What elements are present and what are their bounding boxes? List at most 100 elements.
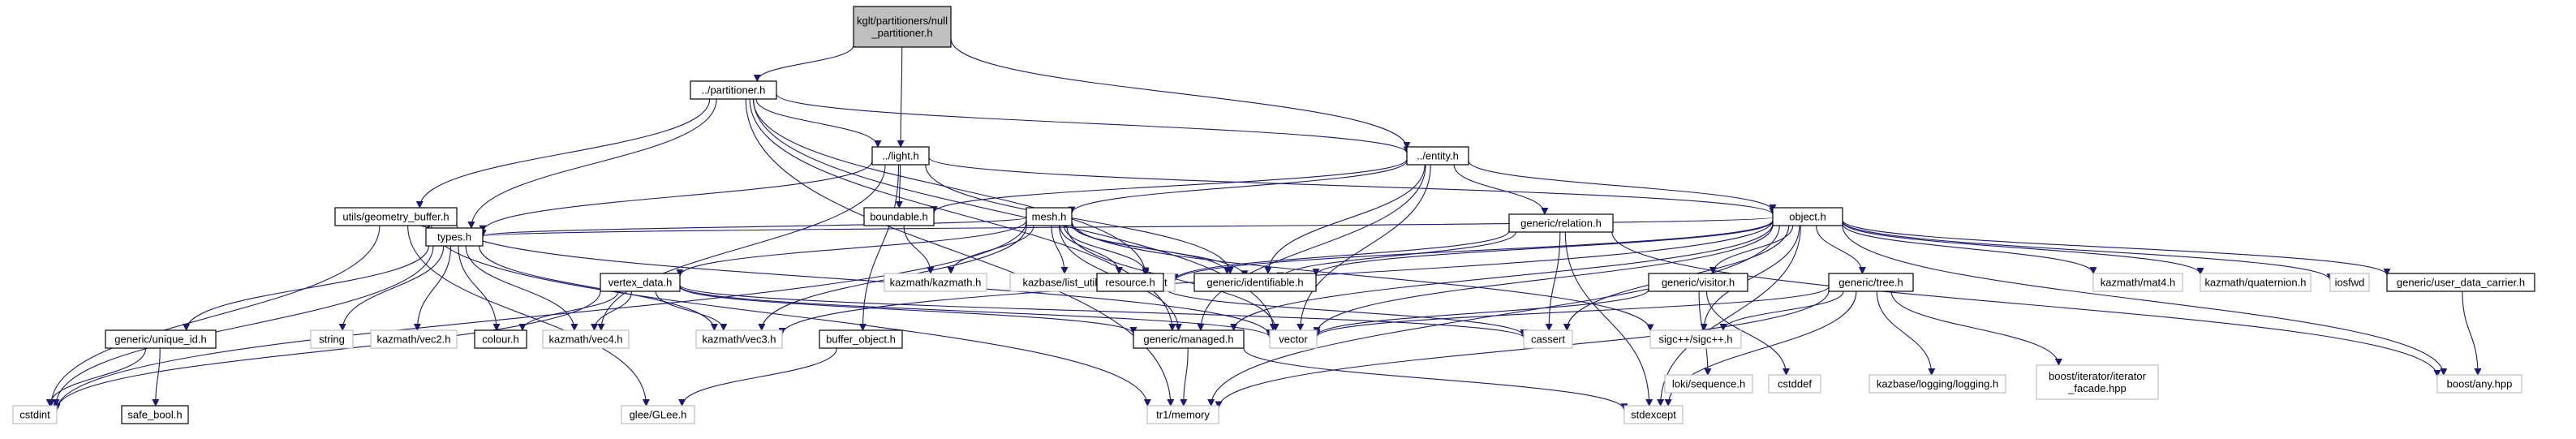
edge-entity-to-mesh [1068, 160, 1408, 214]
edge-mesh-to-identifiable [1071, 223, 1231, 274]
edge-light-to-object [928, 157, 1777, 216]
edge-layer [45, 38, 2482, 411]
graph-node-visitor[interactable]: generic/visitor.h [1648, 273, 1748, 292]
graph-node-entity[interactable]: ../entity.h [1406, 146, 1469, 166]
node-label: colour.h [482, 334, 519, 346]
edge-object-to-user_data_carrier [1842, 220, 2391, 276]
node-box [690, 80, 777, 100]
edge-vertex_data-to-cstdint [53, 291, 601, 411]
node-box [1772, 207, 1843, 226]
node-box [425, 227, 484, 247]
edge-object-to-vector [1313, 225, 1774, 335]
node-label: _facade.hpp [2067, 382, 2127, 394]
graph-node-managed[interactable]: generic/managed.h [1133, 329, 1245, 349]
edge-relation-to-cassert [1545, 231, 1561, 331]
node-box [1406, 146, 1469, 166]
graph-node-glee: glee/GLee.h [621, 405, 695, 424]
graph-node-geometry_buffer[interactable]: utils/geometry_buffer.h [334, 207, 458, 226]
node-label: kazbase/logging/logging.h [1877, 378, 1998, 390]
node-label: vertex_data.h [609, 277, 673, 289]
node-box [121, 405, 189, 424]
edge-vertex_data-to-vector [679, 285, 1274, 338]
node-box [1828, 273, 1914, 292]
graph-node-null_partitioner[interactable]: kglt/partitioners/null_partitioner.h [853, 6, 952, 48]
edge-object-to-mat4 [1842, 223, 2097, 275]
node-label: object.h [1789, 211, 1826, 223]
node-box [2436, 374, 2522, 394]
edge-object-to-visitor [1709, 225, 1794, 274]
node-box [1146, 405, 1219, 424]
edge-vertex_data-to-vec4 [591, 291, 633, 331]
node-layer: kglt/partitioners/null_partitioner.h ../p… [12, 6, 2535, 424]
graph-node-object[interactable]: object.h [1772, 207, 1843, 226]
edge-resource-to-cassert [1163, 286, 1528, 337]
edge-object-to-iosfwd [1842, 221, 2334, 282]
node-label: sigc++/sigc++.h [1658, 334, 1732, 346]
node-box [853, 6, 952, 48]
edge-tree-to-logging [1876, 291, 1936, 376]
graph-node-user_data_carrier[interactable]: generic/user_data_carrier.h [2386, 273, 2535, 292]
node-box [1133, 329, 1245, 349]
edge-types-to-unique_id [183, 245, 429, 331]
edge-mesh-to-types [479, 217, 1027, 237]
node-label: string [319, 334, 345, 346]
node-label: generic/visitor.h [1662, 277, 1735, 289]
edge-managed-to-stdexcept [1243, 347, 1628, 411]
graph-node-relation[interactable]: generic/relation.h [1508, 213, 1614, 233]
edge-entity-to-boundable [930, 159, 1408, 214]
edge-relation-to-set [1171, 230, 1510, 282]
graph-node-safe_bool[interactable]: safe_bool.h [121, 405, 189, 424]
node-box [1648, 273, 1748, 292]
edge-visitor-to-vector [1313, 289, 1649, 337]
graph-node-unique_id[interactable]: generic/unique_id.h [105, 329, 217, 349]
edge-geometry_buffer-to-glee [407, 225, 650, 407]
edge-partitioner-to-entity [776, 93, 1411, 154]
edge-buffer_object-to-glee [678, 347, 837, 407]
node-label: kazmath/vec2.h [376, 334, 450, 346]
node-label: ../entity.h [1417, 150, 1459, 162]
graph-node-types[interactable]: types.h [425, 227, 484, 247]
node-box [1623, 405, 1684, 424]
graph-node-colour[interactable]: colour.h [474, 329, 527, 349]
node-label: buffer_object.h [826, 334, 896, 346]
graph-node-boundable[interactable]: boundable.h [863, 207, 935, 226]
graph-node-mesh[interactable]: mesh.h [1026, 207, 1073, 226]
graph-node-buffer_object[interactable]: buffer_object.h [819, 329, 903, 349]
edge-vertex_data-to-colour [518, 291, 619, 331]
edge-types-to-vec4 [465, 245, 578, 331]
graph-node-light[interactable]: ../light.h [871, 146, 930, 166]
edge-managed-to-tr1_memory [1180, 347, 1189, 407]
edge-object-to-boost_any [1842, 225, 2448, 376]
node-box [2036, 364, 2159, 400]
edge-types-to-colour [458, 245, 501, 331]
node-label: iosfwd [2335, 277, 2365, 289]
graph-node-cassert: cassert [1523, 329, 1573, 349]
edge-object-to-managed [1230, 223, 1774, 331]
node-box [334, 207, 458, 226]
edge-mesh-to-sigc [1071, 221, 1654, 332]
node-label: glee/GLee.h [630, 409, 687, 421]
node-label: resource.h [1105, 277, 1155, 289]
graph-node-resource[interactable]: resource.h [1096, 273, 1164, 292]
graph-node-vec3: kazmath/vec3.h [695, 329, 783, 349]
edge-entity-to-identifiable [1264, 164, 1426, 274]
graph-node-partitioner[interactable]: ../partitioner.h [690, 80, 777, 100]
edge-light-to-identifiable [925, 164, 1234, 274]
graph-node-identifiable[interactable]: generic/identifiable.h [1193, 273, 1317, 292]
node-label: generic/unique_id.h [114, 334, 206, 346]
graph-node-kazmath_h: kazmath/kazmath.h [884, 273, 987, 292]
edge-object-to-quaternion [1842, 222, 2204, 275]
graph-node-quaternion: kazmath/quaternion.h [2200, 273, 2312, 292]
graph-node-vertex_data[interactable]: vertex_data.h [600, 273, 681, 292]
graph-node-cstddef: cstddef [1768, 374, 1821, 394]
node-label: boundable.h [870, 211, 928, 223]
node-label: kazmath/vec4.h [548, 334, 622, 346]
graph-node-tree[interactable]: generic/tree.h [1828, 273, 1914, 292]
edge-unique_id-to-cstdint [45, 347, 147, 407]
edge-null_partitioner-to-light [897, 46, 905, 148]
edge-object-to-types [480, 217, 1774, 238]
edge-object-to-set [1171, 220, 1774, 282]
graph-node-string: string [310, 329, 354, 349]
node-box [621, 405, 695, 424]
